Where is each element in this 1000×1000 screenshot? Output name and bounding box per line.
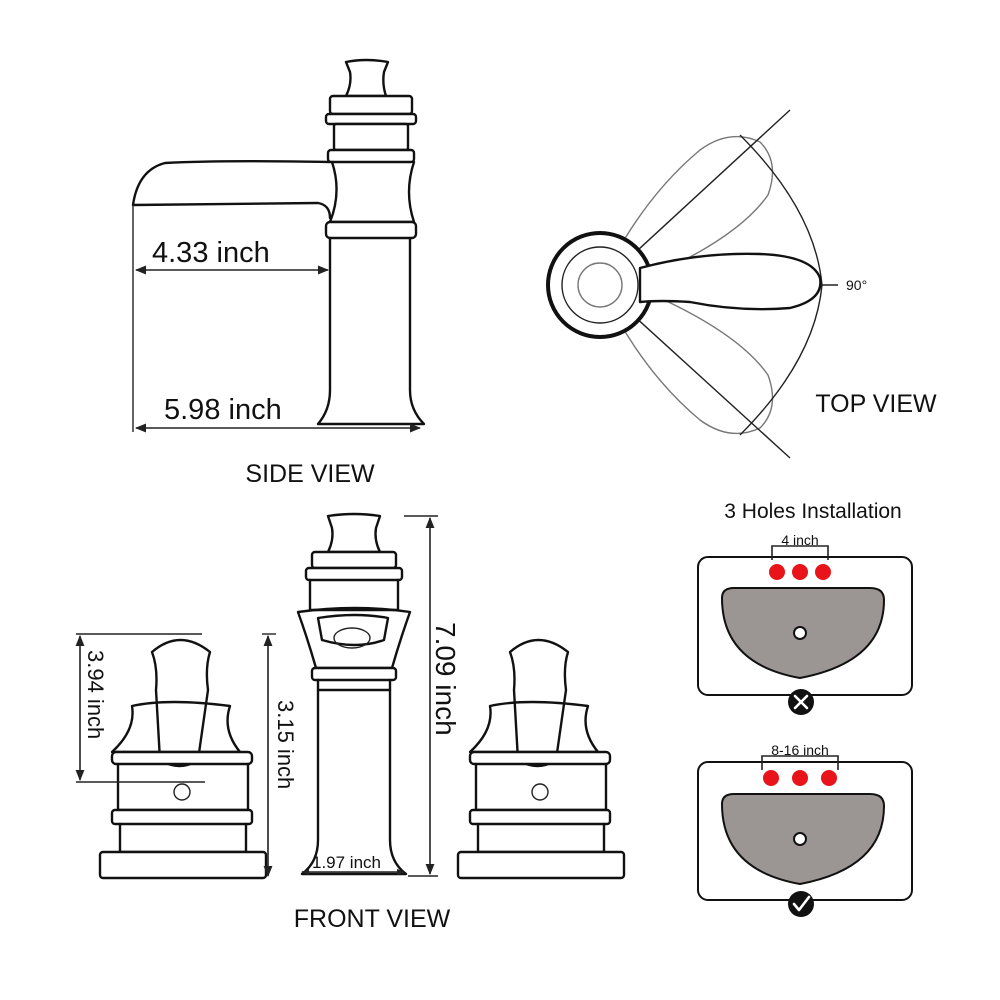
- body-height-dimension-label: 3.15 inch: [273, 700, 298, 789]
- side-view: 4.33 inch 5.98 inch SIDE VIEW: [131, 58, 426, 488]
- top-escutcheon: [546, 231, 654, 339]
- faucet-hole: [792, 564, 808, 580]
- spout-dimension-label: 4.33 inch: [152, 237, 270, 269]
- top-handle: [638, 252, 822, 311]
- top-escutcheon-inner: [561, 246, 639, 324]
- front-view-label: FRONT VIEW: [294, 905, 451, 933]
- angle-label: 90°: [846, 277, 867, 293]
- top-cartridge: [577, 262, 623, 308]
- check-mark: [792, 895, 811, 912]
- base-dimension-label: 5.98 inch: [164, 394, 282, 426]
- check-icon: [788, 891, 814, 917]
- cross-mark: [793, 694, 809, 710]
- faucet-hole: [763, 770, 779, 786]
- installation-title: 3 Holes Installation: [724, 500, 901, 523]
- base-width-dimension-label: 1.97 inch: [312, 853, 381, 872]
- hole-spacing-bracket: [761, 755, 839, 770]
- hole-spacing-bracket: [771, 545, 829, 560]
- install-example-right: 8-16 inch: [697, 742, 913, 917]
- top-view-label: TOP VIEW: [815, 390, 937, 418]
- handle-ghost-lower: [599, 284, 774, 435]
- side-view-label: SIDE VIEW: [245, 460, 375, 488]
- side-view-faucet-drawing: [131, 58, 426, 426]
- right-handle-drawing: [456, 638, 626, 880]
- drain-icon: [793, 626, 807, 640]
- faucet-hole: [821, 770, 837, 786]
- faucet-hole: [769, 564, 785, 580]
- hole-spacing-label: 4 inch: [781, 532, 818, 548]
- handle-height-dimension-label: 3.94 inch: [83, 650, 108, 739]
- hole-spacing-label: 8-16 inch: [771, 742, 829, 758]
- installation-panel: 3 Holes Installation 4 inch 8-16 inch: [697, 500, 913, 917]
- drain-icon: [793, 832, 807, 846]
- left-handle-drawing: [98, 638, 268, 880]
- install-example-wrong: 4 inch: [697, 532, 913, 715]
- center-spout-drawing: [296, 512, 412, 876]
- front-view: 3.94 inch 3.15 inch 7.09 inch 1.97 inch …: [75, 512, 626, 933]
- top-view: 90° TOP VIEW: [546, 109, 937, 459]
- faucet-hole: [815, 564, 831, 580]
- total-height-dimension-label: 7.09 inch: [430, 622, 461, 736]
- faucet-hole: [792, 770, 808, 786]
